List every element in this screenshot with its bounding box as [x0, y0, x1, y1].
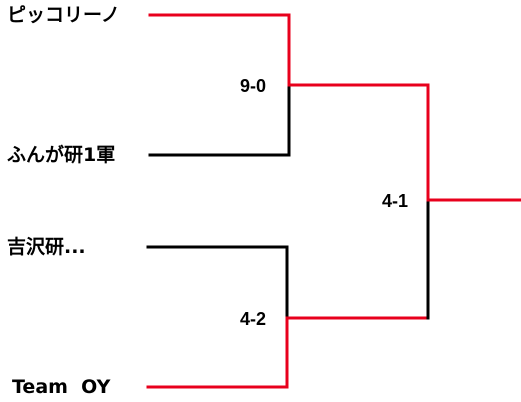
team-label-yoshizawa-lab: 吉沢研... [7, 236, 86, 258]
team-label-piccolino: ピッコリーノ [7, 4, 120, 26]
team-label-team-oy: Team OY [12, 376, 111, 398]
match-2-score: 4-2 [240, 309, 267, 329]
team-label-funga-lab: ふんが研1軍 [7, 144, 116, 166]
match-1-score: 9-0 [240, 76, 267, 96]
final-score: 4-1 [382, 191, 409, 211]
